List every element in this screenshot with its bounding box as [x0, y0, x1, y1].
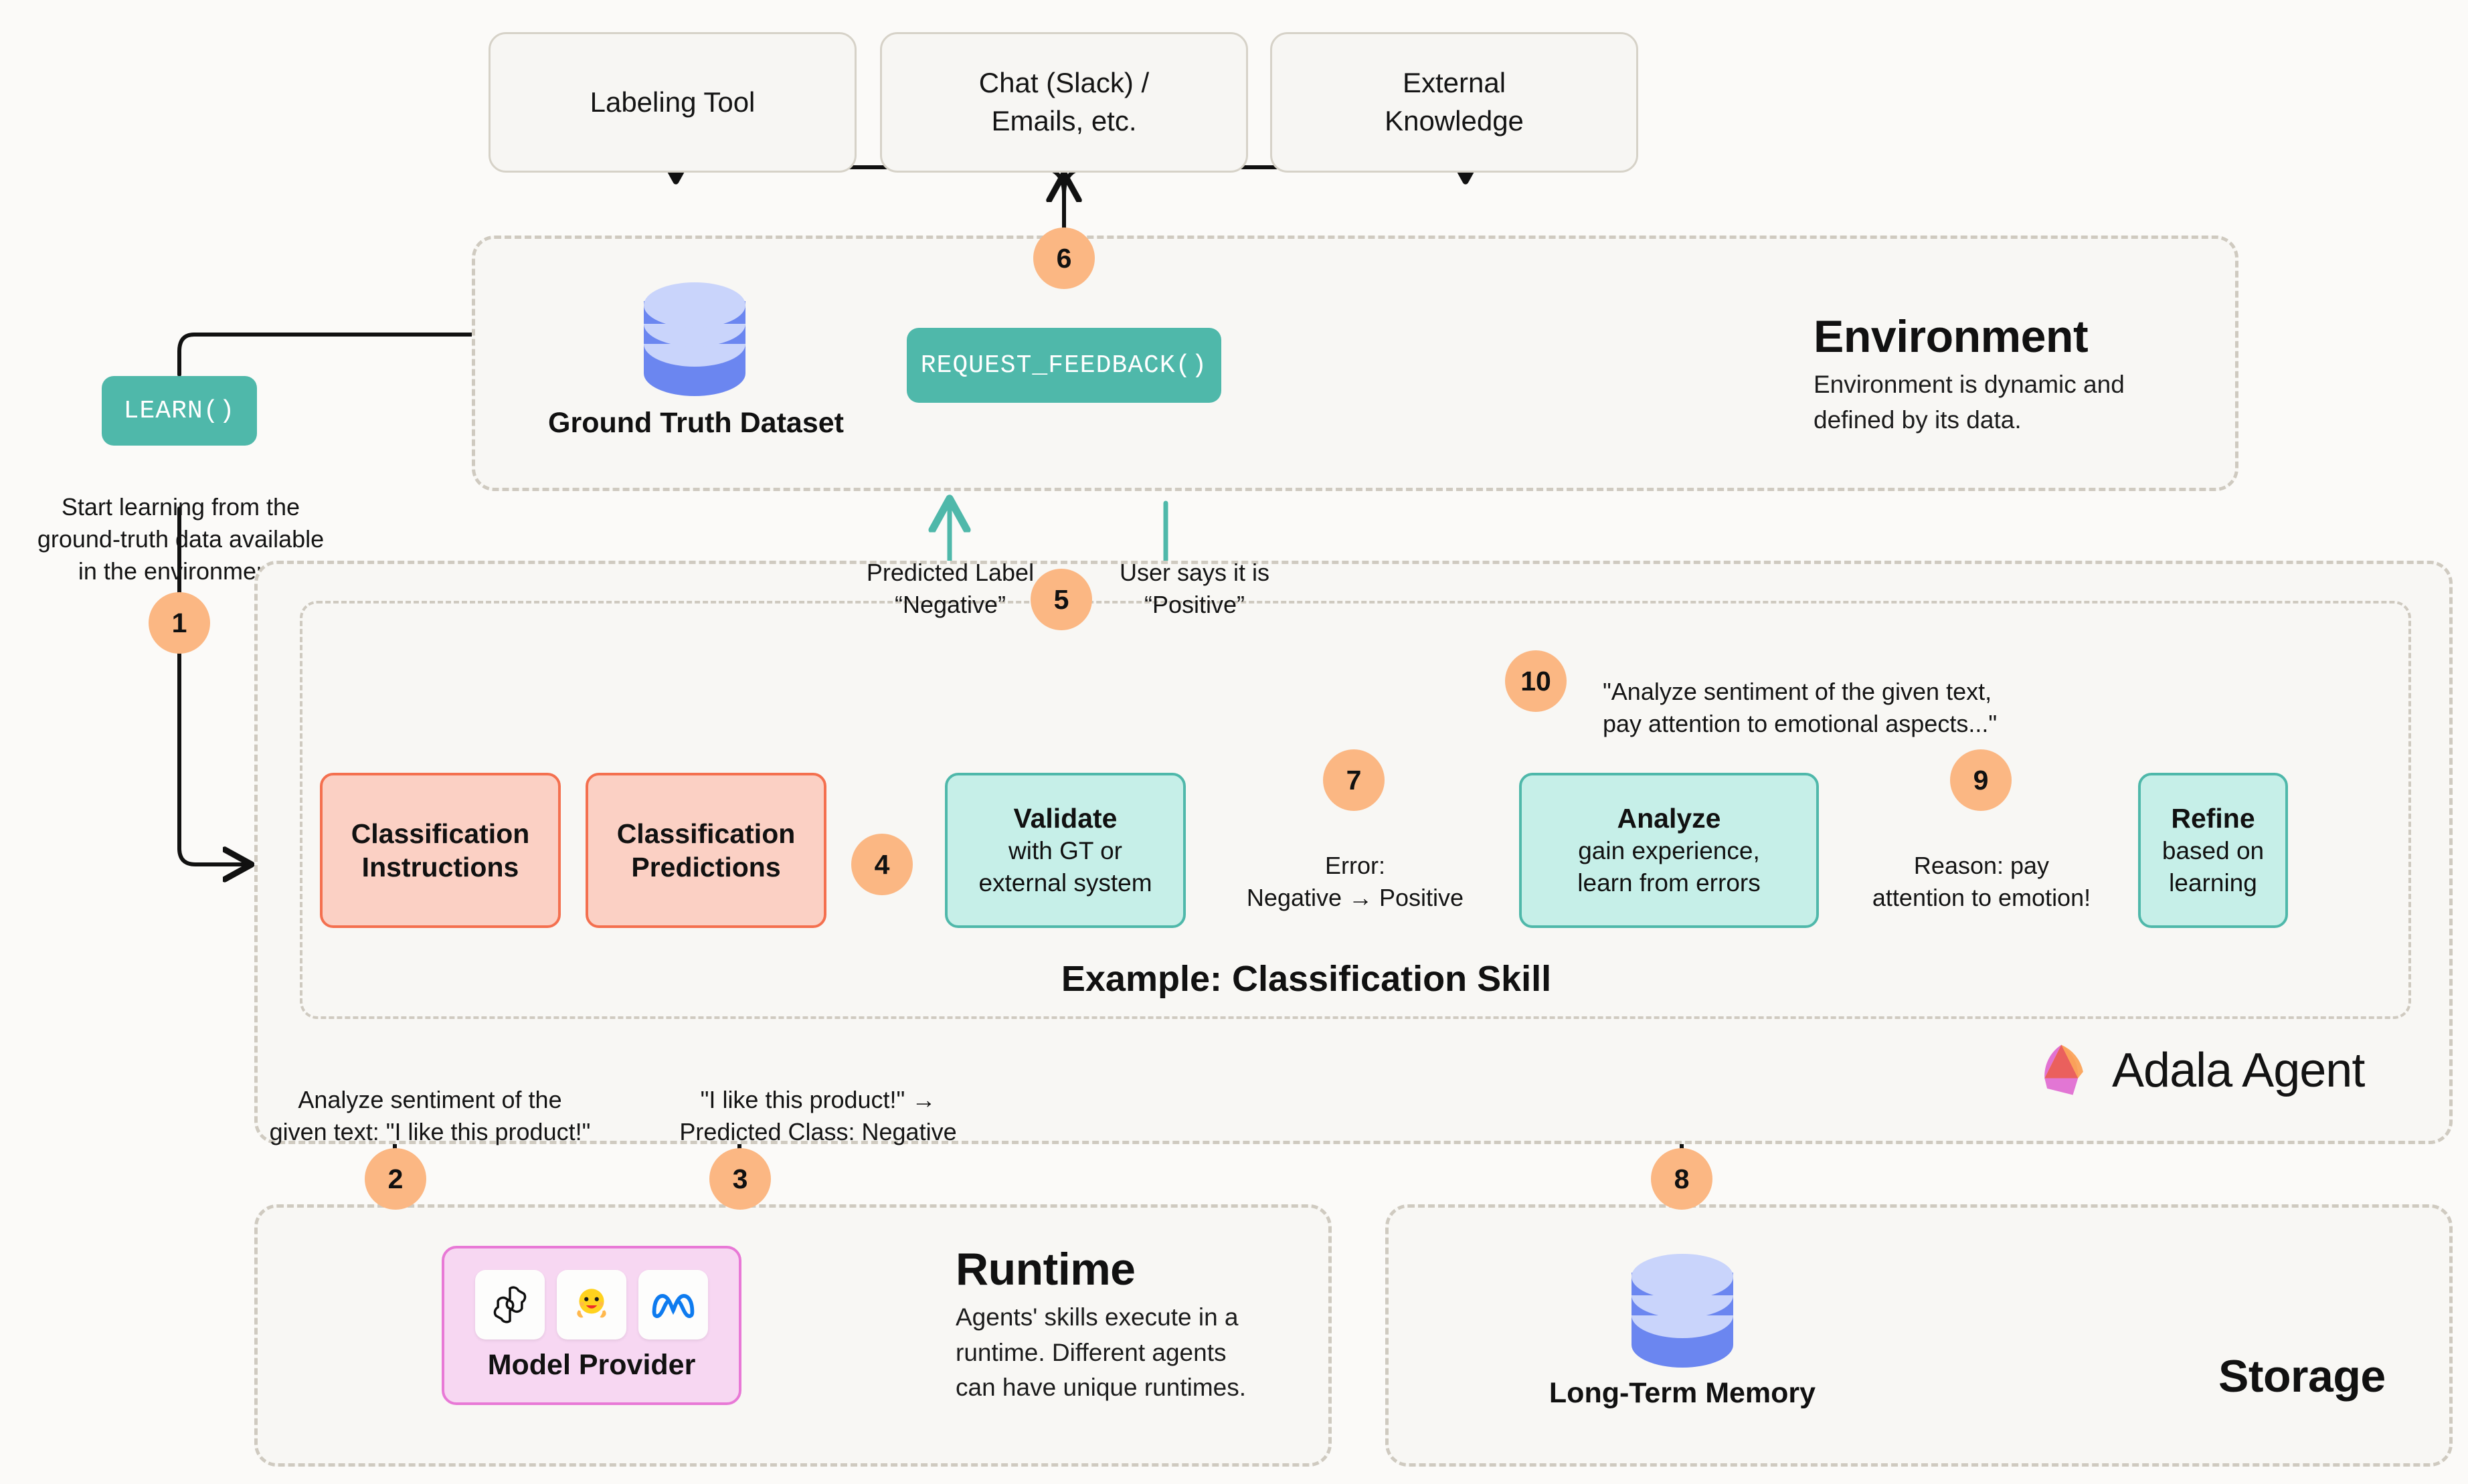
step-badge-4: 4 [851, 834, 913, 895]
user-feedback-note: User says it is “Positive” [1119, 558, 1270, 618]
request-feedback-button[interactable]: REQUEST_FEEDBACK() [907, 328, 1221, 403]
storage-title: Storage [2218, 1351, 2386, 1402]
error-edge-label: Error: Negative → Positive [1246, 851, 1464, 911]
adala-mark-icon [2044, 1044, 2083, 1095]
request-feedback-label: REQUEST_FEEDBACK() [920, 351, 1208, 380]
node-validate[interactable]: Validate with GT or external system [945, 773, 1186, 928]
storage-region [1385, 1204, 2453, 1467]
model-provider-icons [475, 1269, 708, 1339]
node-classification-predictions[interactable]: Classification Predictions [586, 773, 826, 928]
node-refine[interactable]: Refine based on learning [2138, 773, 2288, 928]
ground-truth-dataset-icon [614, 280, 775, 413]
skill-region [300, 601, 2411, 1019]
external-system-chat-emails[interactable]: Chat (Slack) / Emails, etc. [880, 32, 1248, 173]
environment-heading-block: Environment Environment is dynamic and d… [1814, 311, 2416, 438]
long-term-memory-label: Long-Term Memory [1549, 1377, 1816, 1409]
node-title: Validate [1013, 802, 1118, 834]
environment-region [472, 236, 2238, 491]
adala-agent-logo: Adala Agent [2033, 1038, 2365, 1103]
huggingface-icon[interactable] [557, 1269, 626, 1339]
runtime-heading-block: Runtime Agents' skills execute in a runt… [956, 1244, 1330, 1406]
learn-label: LEARN() [123, 396, 236, 426]
external-system-label: Chat (Slack) / Emails, etc. [978, 67, 1150, 136]
step-badge-9: 9 [1950, 749, 2012, 811]
step-badge-2: 2 [365, 1148, 426, 1210]
step-badge-1: 1 [149, 592, 210, 654]
model-provider-card[interactable]: Model Provider [442, 1246, 741, 1405]
external-system-labeling-tool[interactable]: Labeling Tool [489, 32, 857, 173]
reason-edge-label: Reason: pay attention to emotion! [1872, 851, 2091, 911]
node-subtitle: with GT or external system [978, 836, 1152, 897]
node-classification-instructions[interactable]: Classification Instructions [320, 773, 561, 928]
external-system-label: Labeling Tool [590, 86, 756, 118]
openai-icon[interactable] [475, 1269, 545, 1339]
predicted-label-note: Predicted Label “Negative” [866, 558, 1035, 618]
step-badge-5: 5 [1031, 569, 1092, 630]
node-title: Classification [351, 818, 530, 849]
prompt-out-note: Analyze sentiment of the given text: "I … [269, 1085, 591, 1145]
node-subtitle: Instructions [361, 852, 519, 883]
node-title: Refine [2171, 802, 2255, 834]
skill-title: Example: Classification Skill [1061, 959, 1552, 999]
node-analyze[interactable]: Analyze gain experience, learn from erro… [1519, 773, 1819, 928]
long-term-memory-icon [1602, 1251, 1763, 1385]
adala-agent-logo-text: Adala Agent [2112, 1044, 2365, 1097]
ground-truth-dataset-label: Ground Truth Dataset [548, 407, 844, 439]
model-provider-label: Model Provider [487, 1348, 696, 1381]
runtime-description: Agents' skills execute in a runtime. Dif… [956, 1303, 1246, 1402]
environment-description: Environment is dynamic and defined by it… [1814, 371, 2125, 434]
meta-icon[interactable] [638, 1269, 708, 1339]
learn-button[interactable]: LEARN() [102, 376, 257, 446]
step-badge-3: 3 [709, 1148, 771, 1210]
prediction-in-note: "I like this product!" → Predicted Class… [679, 1085, 957, 1145]
node-title: Analyze [1617, 802, 1721, 834]
refined-prompt-note: "Analyze sentiment of the given text, pa… [1603, 677, 1998, 737]
step-badge-10: 10 [1505, 650, 1567, 712]
step-badge-6: 6 [1033, 227, 1095, 289]
runtime-title: Runtime [956, 1244, 1136, 1295]
runtime-region [254, 1204, 1332, 1467]
node-subtitle: based on learning [2162, 836, 2265, 897]
external-system-label: External Knowledge [1385, 67, 1524, 136]
step-badge-7: 7 [1323, 749, 1385, 811]
node-subtitle: Predictions [631, 852, 781, 883]
step-badge-8: 8 [1651, 1148, 1712, 1210]
environment-title: Environment [1814, 311, 2089, 362]
external-system-external-knowledge[interactable]: External Knowledge [1270, 32, 1638, 173]
node-subtitle: gain experience, learn from errors [1577, 836, 1761, 897]
node-title: Classification [616, 818, 796, 849]
